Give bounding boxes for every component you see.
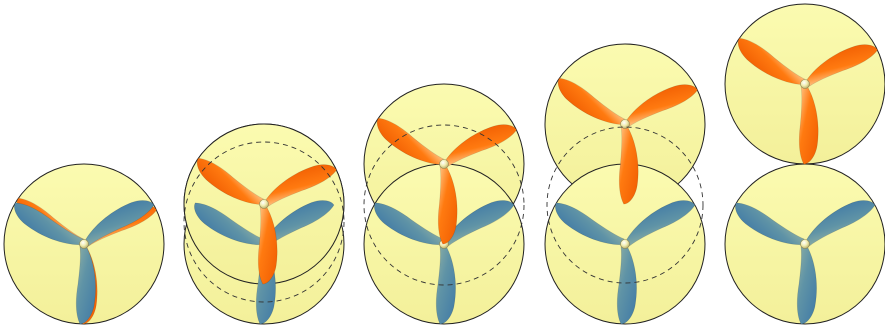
stationary-rotor-hub [80,240,89,249]
moving-rotor-hub [260,200,269,209]
frame-5 [725,4,885,324]
frame-4 [545,44,705,324]
frame-3 [364,84,524,324]
moving-rotor-hub [801,80,810,89]
stationary-rotor-hub [801,240,810,249]
frame-1 [4,164,164,324]
moving-rotor-hub [440,160,449,169]
frame-2 [184,124,344,324]
stationary-rotor-hub [621,240,630,249]
